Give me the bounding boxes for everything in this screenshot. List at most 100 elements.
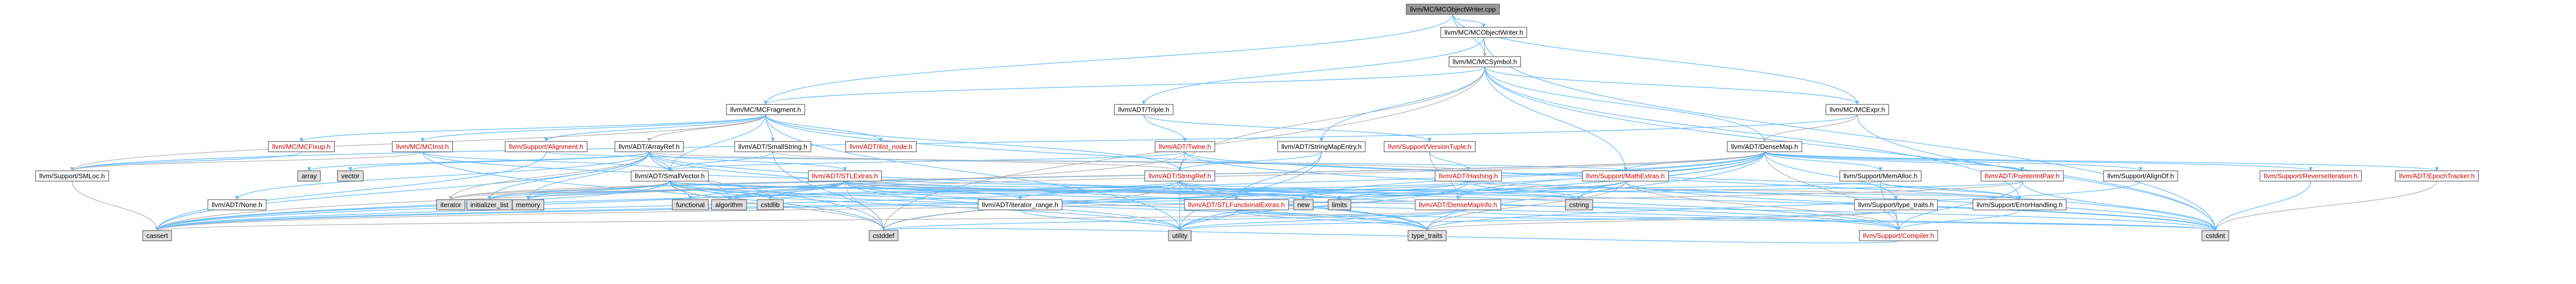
node-label: llvm/ADT/SmallVector.h xyxy=(635,172,705,180)
include-edge-densemap-to-reverseiteration xyxy=(1764,151,2311,171)
node-label: llvm/Support/SMLoc.h xyxy=(39,172,105,180)
node-label: llvm/Support/Alignment.h xyxy=(509,143,584,151)
node-none[interactable]: llvm/ADT/None.h xyxy=(207,199,267,210)
node-label: llvm/ADT/None.h xyxy=(212,201,262,209)
include-edge-pointerintpair-to-cstdint xyxy=(2022,181,2216,231)
node-twine[interactable]: llvm/ADT/Twine.h xyxy=(1155,141,1215,152)
include-edge-stringmapentry-to-stringref xyxy=(1179,151,1322,171)
include-edge-twine-to-cassert xyxy=(157,151,1185,231)
node-array[interactable]: array xyxy=(297,170,321,182)
node-box xyxy=(1168,230,1192,241)
arrowhead-compiler-to-cstddef xyxy=(882,227,886,230)
node-functional[interactable]: functional xyxy=(672,199,709,210)
include-edge-arrayref-to-none xyxy=(236,151,650,200)
include-edge-mcsymbol-to-stringmapentry xyxy=(1321,66,1485,142)
arrowhead-errorhandling-to-compiler xyxy=(1896,227,1901,230)
node-stringmapentry[interactable]: llvm/ADT/StringMapEntry.h xyxy=(1277,141,1366,152)
node-label: llvm/ADT/iterator_range.h xyxy=(982,201,1058,209)
node-box xyxy=(1328,199,1351,210)
node-cstring[interactable]: cstring xyxy=(1565,199,1594,210)
node-stlfunctional[interactable]: llvm/ADT/STLFunctionalExtras.h xyxy=(1184,199,1289,210)
include-edge-mcfixup-to-smloc xyxy=(72,151,302,171)
node-stringref[interactable]: llvm/ADT/StringRef.h xyxy=(1144,170,1215,182)
node-typetraits_h[interactable]: llvm/Support/type_traits.h xyxy=(1854,199,1938,210)
include-edge-typetraits_h-to-utility xyxy=(1179,209,1896,231)
include-edge-mathextras-to-compiler xyxy=(1625,181,1899,231)
node-label: llvm/MC/MCObjectWriter.cpp xyxy=(1410,6,1496,13)
node-label: llvm/Support/AlignOf.h xyxy=(2107,172,2174,180)
node-mcinst[interactable]: llvm/MC/MCInst.h xyxy=(392,141,453,152)
node-versiontuple[interactable]: llvm/Support/VersionTuple.h xyxy=(1383,141,1476,152)
arrowhead-typetraits_h-to-type_traits xyxy=(1425,227,1429,230)
node-limits[interactable]: limits xyxy=(1328,199,1351,210)
arrowhead-memalloc-to-errorhandling xyxy=(2018,196,2022,200)
node-densemapinfo[interactable]: llvm/ADT/DenseMapInfo.h xyxy=(1415,199,1501,210)
node-hashing[interactable]: llvm/ADT/Hashing.h xyxy=(1434,170,1502,182)
arrowhead-mcfragment-to-arrayref xyxy=(647,138,651,141)
arrowhead-densemap-to-memalloc xyxy=(1878,167,1883,171)
node-iterator[interactable]: iterator xyxy=(436,199,466,210)
include-edge-mcobjectwriter-to-cstdint xyxy=(1483,37,2216,231)
arrowhead-pointerintpair-to-limits xyxy=(1337,196,1342,200)
node-cstddef[interactable]: cstddef xyxy=(869,230,899,241)
node-alignment[interactable]: llvm/Support/Alignment.h xyxy=(504,141,588,152)
node-arrayref[interactable]: llvm/ADT/ArrayRef.h xyxy=(614,141,684,152)
node-cassert[interactable]: cassert xyxy=(142,230,172,241)
node-smloc[interactable]: llvm/Support/SMLoc.h xyxy=(35,170,109,182)
node-alignof[interactable]: llvm/Support/AlignOf.h xyxy=(2103,170,2178,182)
node-mcsymbol[interactable]: llvm/MC/MCSymbol.h xyxy=(1448,56,1521,67)
node-new[interactable]: new xyxy=(1293,199,1314,210)
node-cstdlib[interactable]: cstdlib xyxy=(756,199,784,210)
include-edge-mcexpr-to-smloc xyxy=(72,114,1858,171)
arrowhead-arrayref-to-array xyxy=(307,167,311,171)
node-epochtracker[interactable]: llvm/ADT/EpochTracker.h xyxy=(2395,170,2479,182)
node-mathextras[interactable]: llvm/Support/MathExtras.h xyxy=(1582,170,1669,182)
include-edge-pointerintpair-to-limits xyxy=(1339,181,2023,200)
node-triple[interactable]: llvm/ADT/Triple.h xyxy=(1114,104,1174,115)
node-box xyxy=(1293,199,1314,210)
node-smallvector[interactable]: llvm/ADT/SmallVector.h xyxy=(631,170,709,182)
node-initializer_list[interactable]: initializer_list xyxy=(466,199,513,210)
node-densemap[interactable]: llvm/ADT/DenseMap.h xyxy=(1726,141,1803,152)
node-label: llvm/Support/type_traits.h xyxy=(1858,201,1934,209)
include-edge-pointerintpair-to-cassert xyxy=(157,181,2023,231)
node-type_traits[interactable]: type_traits xyxy=(1408,230,1447,241)
node-label: llvm/ADT/DenseMap.h xyxy=(1731,143,1798,151)
node-memory[interactable]: memory xyxy=(512,199,545,210)
node-errorhandling[interactable]: llvm/Support/ErrorHandling.h xyxy=(1972,199,2067,210)
include-edge-stlextras-to-cstddef xyxy=(844,181,884,231)
node-cstdint[interactable]: cstdint xyxy=(2201,230,2229,241)
node-smallstring[interactable]: llvm/ADT/SmallString.h xyxy=(734,141,811,152)
include-edge-errorhandling-to-compiler xyxy=(1898,209,2020,231)
include-edge-stlextras-to-functional xyxy=(690,181,845,200)
node-ilist_node[interactable]: llvm/ADT/ilist_node.h xyxy=(845,141,917,152)
include-edge-mcsymbol-to-mcfragment xyxy=(765,66,1485,105)
arrowhead-hashing-to-algorithm xyxy=(727,196,731,200)
node-root[interactable]: llvm/MC/MCObjectWriter.cpp xyxy=(1405,4,1500,15)
arrowhead-triple-to-twine xyxy=(1183,138,1187,141)
include-edge-arrayref-to-initializer_list xyxy=(489,151,650,200)
node-label: llvm/Support/ErrorHandling.h xyxy=(1977,201,2063,209)
include-edge-twine-to-cstdint xyxy=(1184,151,2216,231)
node-algorithm[interactable]: algorithm xyxy=(711,199,747,210)
include-edge-densemap-to-utility xyxy=(1179,151,1765,231)
node-mcexpr[interactable]: llvm/MC/MCExpr.h xyxy=(1825,104,1889,115)
node-label: llvm/ADT/PointerIntPair.h xyxy=(1985,172,2059,180)
node-stlextras[interactable]: llvm/ADT/STLExtras.h xyxy=(808,170,882,182)
node-mcfixup[interactable]: llvm/MC/MCFixup.h xyxy=(268,141,335,152)
node-memalloc[interactable]: llvm/Support/MemAlloc.h xyxy=(1839,170,1922,182)
node-pointerintpair[interactable]: llvm/ADT/PointerIntPair.h xyxy=(1980,170,2064,182)
node-label: llvm/ADT/ilist_node.h xyxy=(850,143,912,151)
node-mcobjectwriter[interactable]: llvm/MC/MCObjectWriter.h xyxy=(1440,27,1528,38)
node-label: llvm/Support/MathExtras.h xyxy=(1586,172,1665,180)
node-label: array xyxy=(301,172,317,180)
node-compiler[interactable]: llvm/Support/Compiler.h xyxy=(1859,230,1938,241)
node-utility[interactable]: utility xyxy=(1168,230,1192,241)
arrowhead-mcfragment-to-ilist_node xyxy=(879,138,883,141)
include-edge-densemap-to-memalloc xyxy=(1764,151,1881,171)
node-reverseiteration[interactable]: llvm/Support/ReverseIteration.h xyxy=(2259,170,2362,182)
node-iterator_range[interactable]: llvm/ADT/iterator_range.h xyxy=(977,199,1063,210)
node-mcfragment[interactable]: llvm/MC/MCFragment.h xyxy=(726,104,805,115)
node-vector[interactable]: vector xyxy=(337,170,364,182)
